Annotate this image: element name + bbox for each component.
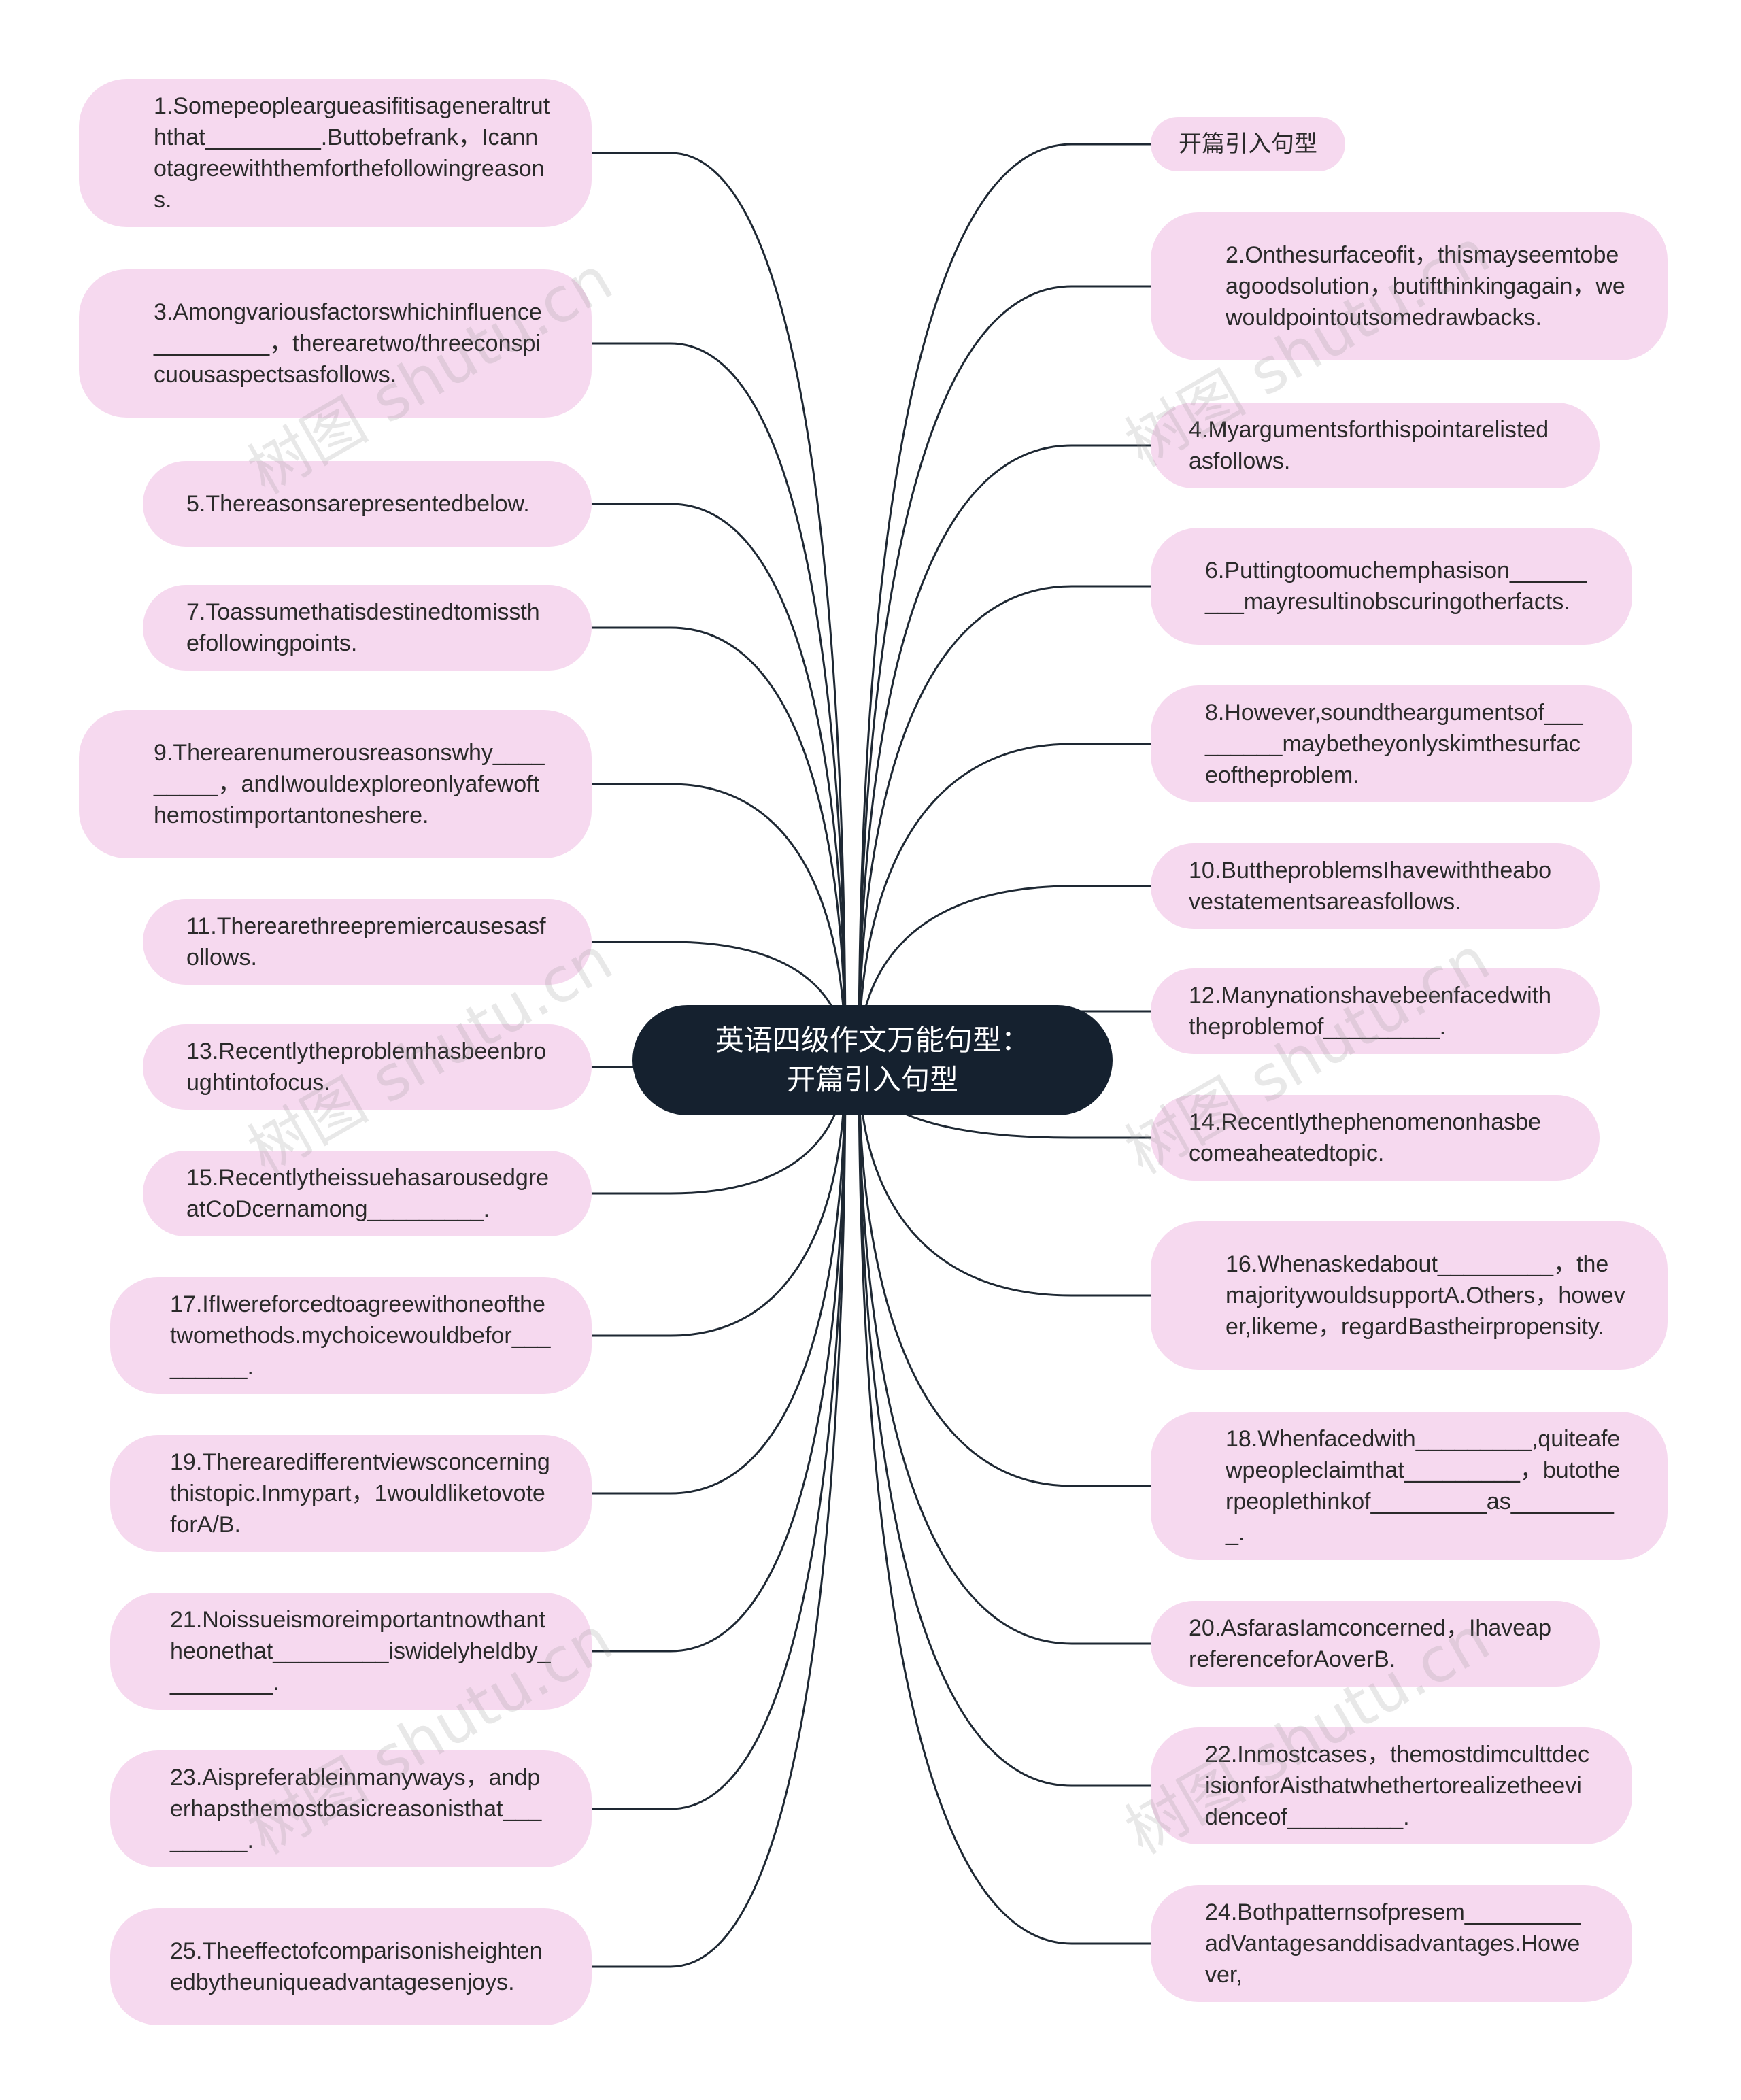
center-title-line1: 英语四级作文万能句型： — [715, 1024, 1030, 1056]
connector-line — [589, 626, 847, 1061]
left-node-7[interactable]: 7.Toassumethatisdestinedtomissthefollowi… — [143, 585, 592, 671]
connector-line — [589, 1060, 847, 1653]
connector-line — [589, 1060, 847, 1968]
left-node-9[interactable]: 9.Therearenumerousreasonswhy_________，an… — [79, 710, 592, 858]
right-node-2[interactable]: 2.Onthesurfaceofit，thismayseemtobeagoods… — [1151, 212, 1668, 360]
connector-line — [858, 1060, 1153, 1487]
left-node-11[interactable]: 11.Therearethreepremiercausesasfollows. — [143, 899, 592, 985]
right-node-6[interactable]: 6.Puttingtoomuchemphasison_________mayre… — [1151, 528, 1632, 645]
left-node-19[interactable]: 19.Therearedifferentviewsconcerningthist… — [110, 1435, 592, 1552]
connector-line — [858, 1060, 1153, 1787]
left-node-15[interactable]: 15.RecentlytheissuehasarousedgreatCoDcer… — [143, 1151, 592, 1236]
left-node-25[interactable]: 25.Theeffectofcomparisonisheightenedbyth… — [110, 1908, 592, 2025]
right-node-18[interactable]: 18.Whenfacedwith_________,quiteafewpeopl… — [1151, 1412, 1668, 1560]
right-node-16[interactable]: 16.Whenaskedabout_________，themajoritywo… — [1151, 1221, 1668, 1370]
right-node-14[interactable]: 14.Recentlythephenomenonhasbecomeaheated… — [1151, 1095, 1600, 1181]
left-node-17[interactable]: 17.IfIwereforcedtoagreewithoneofthetwome… — [110, 1277, 592, 1394]
right-node-20[interactable]: 20.AsfarasIamconcerned，Ihaveapreferencef… — [1151, 1601, 1600, 1687]
left-node-13[interactable]: 13.Recentlytheproblemhasbeenbroughtintof… — [143, 1024, 592, 1110]
left-node-5[interactable]: 5.Thereasonsarepresentedbelow. — [143, 461, 592, 547]
right-node-12[interactable]: 12.Manynationshavebeenfacedwiththeproble… — [1151, 968, 1600, 1054]
center-title-line2: 开篇引入句型 — [786, 1064, 958, 1096]
connector-line — [589, 1060, 847, 1495]
left-node-1[interactable]: 1.Somepeopleargueasifitisageneraltruthth… — [79, 79, 592, 227]
connector-line — [589, 342, 847, 1061]
right-node-header[interactable]: 开篇引入句型 — [1151, 117, 1345, 171]
connector-line — [858, 585, 1153, 1061]
left-node-21[interactable]: 21.Noissueismoreimportantnowthantheoneth… — [110, 1593, 592, 1710]
connector-line — [858, 1060, 1153, 1945]
right-node-10[interactable]: 10.ButtheproblemsIhavewiththeabovestatem… — [1151, 843, 1600, 929]
right-node-8[interactable]: 8.However,soundtheargumentsof_________ma… — [1151, 685, 1632, 802]
center-topic[interactable]: 英语四级作文万能句型： 开篇引入句型 — [632, 1005, 1113, 1115]
connector-line — [589, 152, 847, 1061]
left-node-23[interactable]: 23.Aispreferableinmanyways，andperhapsthe… — [110, 1750, 592, 1867]
right-node-22[interactable]: 22.Inmostcases，themostdimculttdecisionfo… — [1151, 1727, 1632, 1844]
left-node-3[interactable]: 3.Amongvariousfactorswhichinfluence_____… — [79, 269, 592, 418]
connector-line — [858, 285, 1153, 1061]
right-node-4[interactable]: 4.Myargumentsforthispointarelistedasfoll… — [1151, 403, 1600, 488]
right-node-24[interactable]: 24.Bothpatternsofpresem_________adVantag… — [1151, 1885, 1632, 2002]
